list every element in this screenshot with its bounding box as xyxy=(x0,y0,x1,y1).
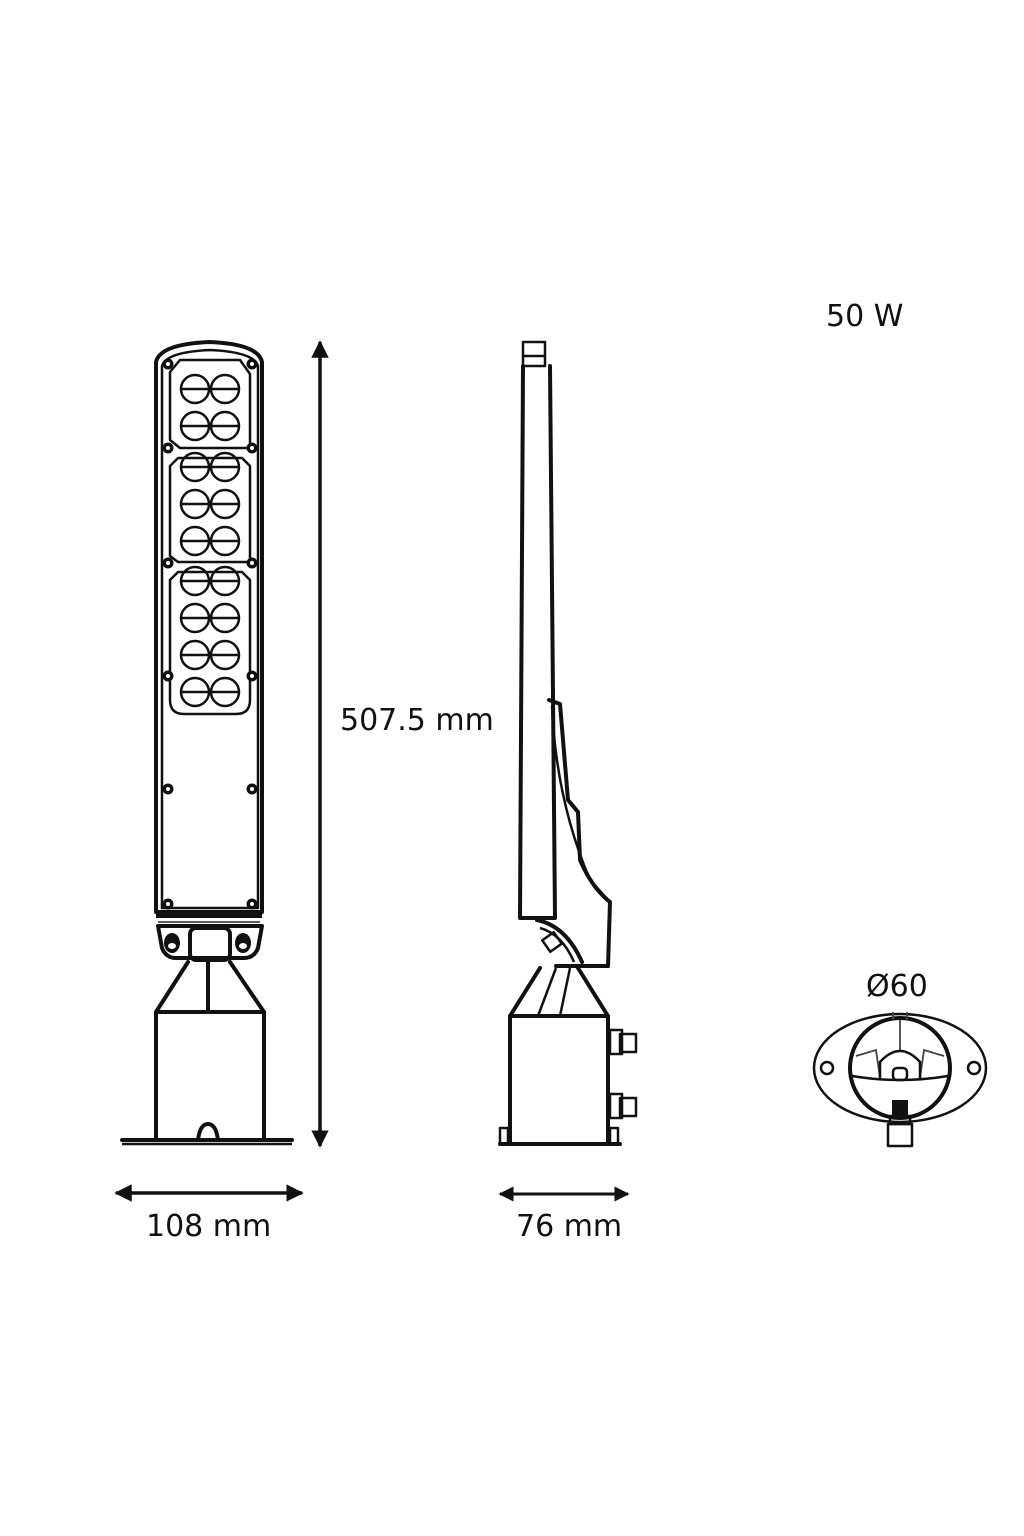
mount-top-view xyxy=(812,1012,988,1148)
side-depth-dimension-label: 76 mm xyxy=(516,1209,623,1244)
front-view xyxy=(120,340,294,1146)
side-view xyxy=(498,340,638,1146)
mount-diameter-label: Ø60 xyxy=(866,969,928,1004)
power-label: 50 W xyxy=(826,299,904,334)
front-width-dimension-label: 108 mm xyxy=(146,1209,272,1244)
height-dimension-label: 507.5 mm xyxy=(340,703,494,738)
